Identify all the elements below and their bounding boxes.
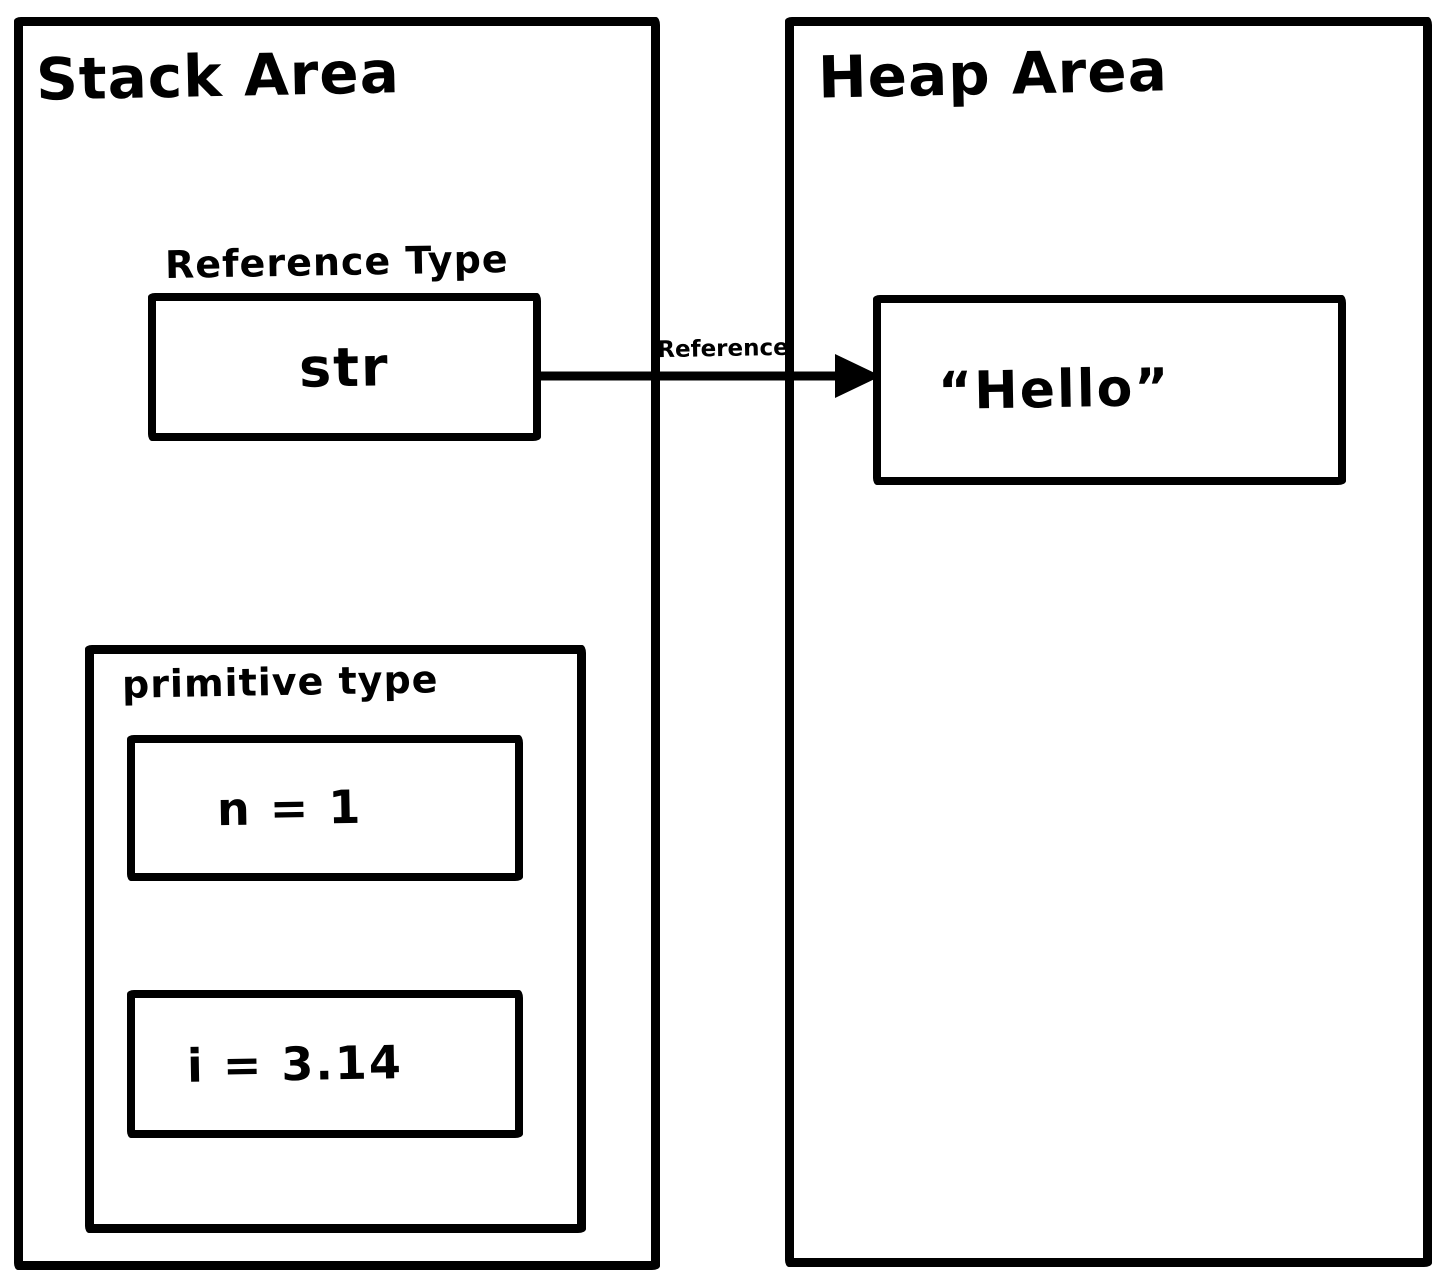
reference-type-label: Reference Type [164, 237, 509, 287]
heap-object-value: “Hello” [937, 357, 1172, 423]
primitive-variable-i-value: i = 3.14 [186, 1035, 404, 1093]
primitive-type-label: primitive type [121, 657, 439, 707]
heap-object-box: “Hello” [873, 295, 1346, 485]
primitive-variable-n-value: n = 1 [216, 779, 364, 837]
primitive-type-box [85, 645, 586, 1233]
reference-arrow-graphic [540, 354, 881, 398]
heap-area-box [785, 17, 1432, 1267]
primitive-variable-box-i: i = 3.14 [127, 990, 523, 1138]
str-variable-value: str [298, 334, 391, 400]
reference-arrow-label: Reference [657, 334, 789, 364]
primitive-variable-box-n: n = 1 [127, 735, 523, 881]
str-variable-box: str [148, 293, 541, 441]
heap-area-title: Heap Area [817, 36, 1169, 112]
stack-area-title: Stack Area [35, 38, 401, 114]
reference-arrow [540, 336, 885, 416]
